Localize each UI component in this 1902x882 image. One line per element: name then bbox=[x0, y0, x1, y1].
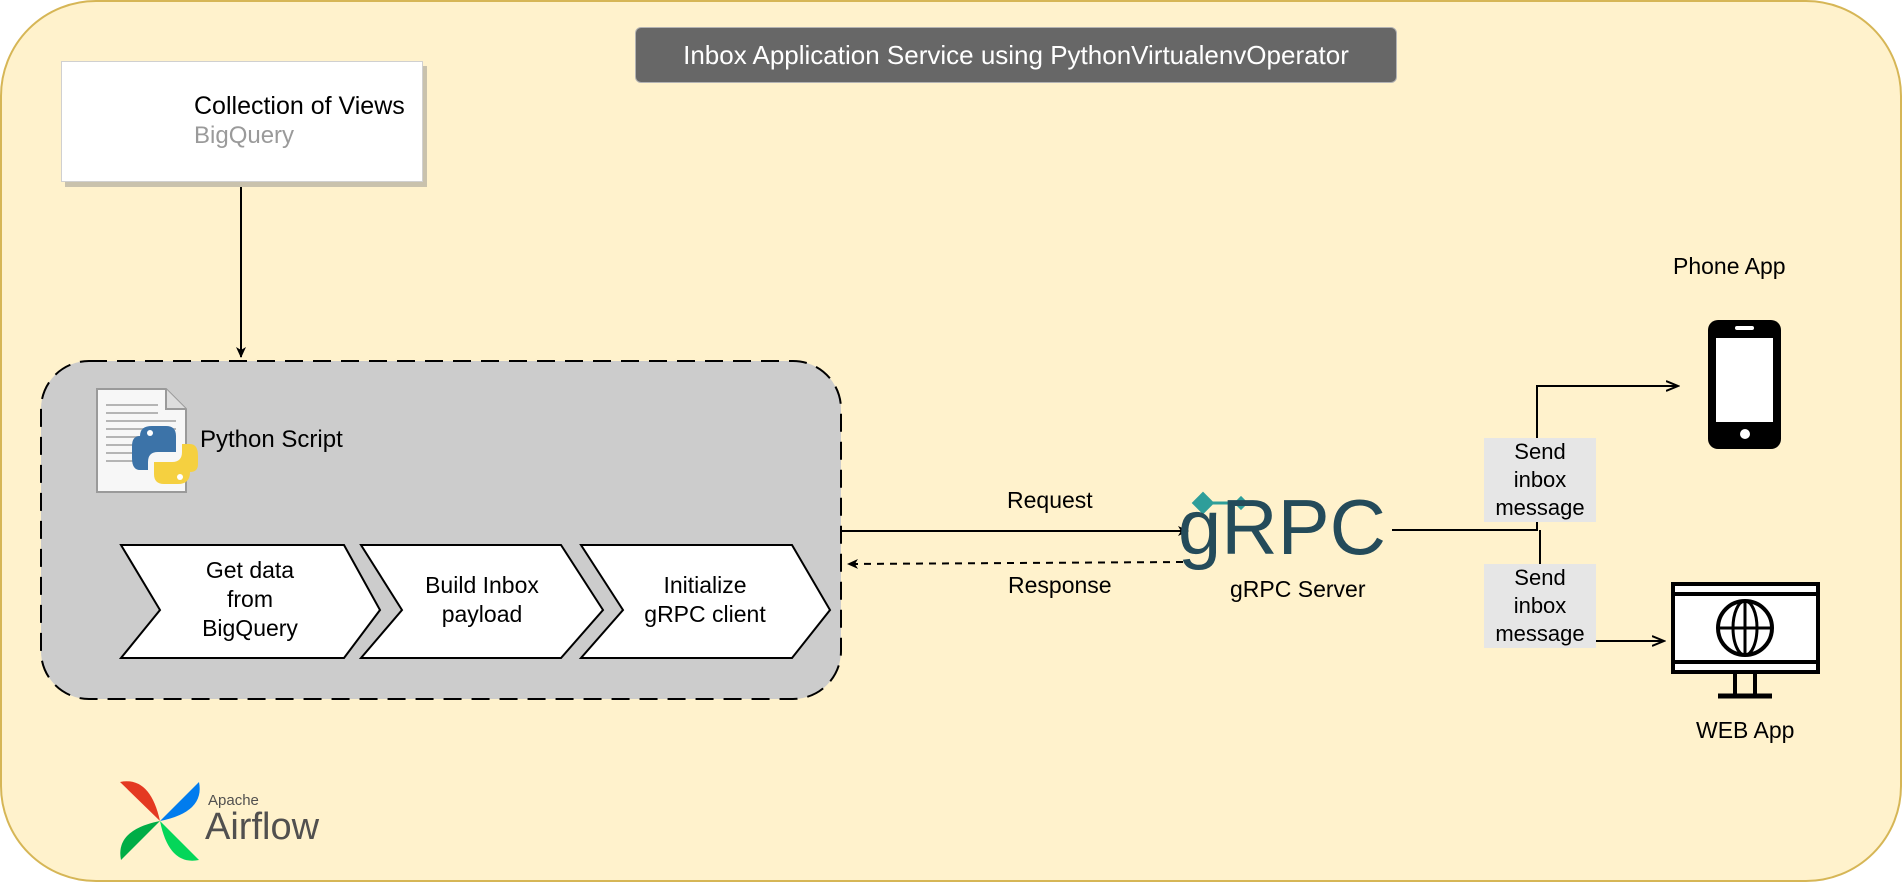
request-label: Request bbox=[1007, 487, 1093, 513]
send-web-line-2: message bbox=[1495, 621, 1585, 646]
grpc-logo-text: gRPC bbox=[1178, 483, 1386, 571]
step-1-line-3: BigQuery bbox=[202, 615, 298, 641]
grpc-server-label: gRPC Server bbox=[1230, 576, 1366, 602]
response-label: Response bbox=[1008, 572, 1112, 598]
step-label-build-payload: Build Inbox payload bbox=[402, 571, 562, 629]
step-chevron-1 bbox=[118, 544, 382, 659]
step-chevron-3 bbox=[578, 544, 832, 659]
smartphone-icon bbox=[1708, 320, 1781, 449]
python-script-icon bbox=[96, 388, 198, 493]
phone-app-label: Phone App bbox=[1673, 253, 1786, 279]
send-phone-line-2: message bbox=[1495, 495, 1585, 520]
bigquery-node-service: BigQuery bbox=[194, 122, 295, 149]
step-1-line-2: from bbox=[227, 586, 273, 612]
airflow-pinwheel-icon bbox=[120, 781, 200, 861]
send-web-label: Send inbox message bbox=[1484, 564, 1596, 648]
grpc-logo-icon: gRPC bbox=[1178, 483, 1386, 571]
step-2-line-2: payload bbox=[441, 601, 523, 627]
send-phone-label: Send inbox message bbox=[1484, 438, 1596, 522]
bigquery-node: Collection of Views BigQuery bbox=[61, 61, 423, 182]
airflow-apache-label: Apache bbox=[208, 792, 259, 809]
step-3-line-2: gRPC client bbox=[644, 601, 766, 627]
web-app-label: WEB App bbox=[1696, 717, 1795, 743]
step-label-get-data: Get data from BigQuery bbox=[170, 556, 330, 643]
web-monitor-icon bbox=[1671, 582, 1820, 699]
step-3-line-1: Initialize bbox=[663, 572, 747, 598]
airflow-label: Airflow bbox=[205, 806, 320, 848]
diagram-title: Inbox Application Service using PythonVi… bbox=[635, 27, 1397, 83]
python-script-label: Python Script bbox=[200, 426, 343, 453]
step-1-line-1: Get data bbox=[205, 557, 295, 583]
send-phone-line-1: Send inbox bbox=[1513, 439, 1567, 492]
step-2-line-1: Build Inbox bbox=[425, 572, 539, 598]
step-chevron-2 bbox=[358, 544, 605, 659]
send-web-line-1: Send inbox bbox=[1513, 565, 1567, 618]
edge-response bbox=[847, 558, 1184, 569]
step-label-init-grpc: Initialize gRPC client bbox=[625, 571, 785, 629]
bigquery-node-name: Collection of Views bbox=[194, 92, 405, 120]
